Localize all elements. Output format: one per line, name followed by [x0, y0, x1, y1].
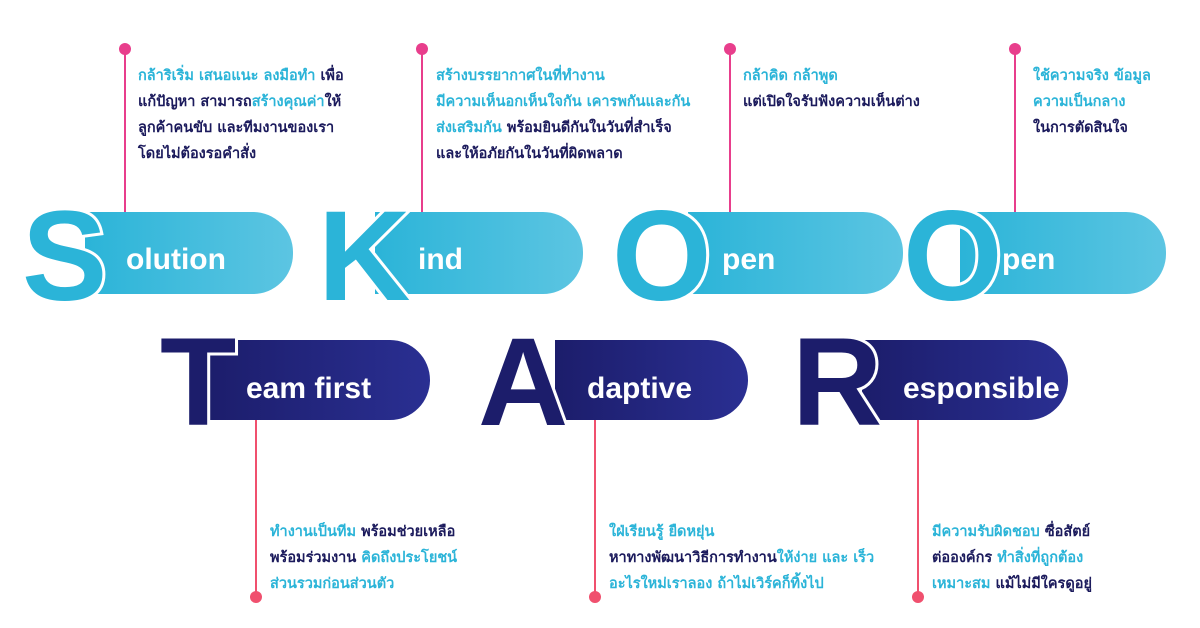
body-text: ลูกค้าคนขับ และทีมงานของเรา — [138, 120, 335, 136]
description-line: ใฝ่เรียนรู้ ยืดหยุ่น — [609, 519, 874, 545]
description-line: พร้อมร่วมงาน คิดถึงประโยชน์ — [270, 545, 457, 571]
connector-dot-solution — [119, 43, 131, 55]
big-letter-a: A — [475, 313, 571, 452]
connector-dot-team-first — [250, 591, 262, 603]
highlight-text: ทำสิ่งที่ถูกต้อง — [997, 550, 1084, 566]
connector-line-open — [1014, 48, 1016, 260]
word-rest-kind: ind — [418, 243, 463, 276]
description-line: ความเป็นกลาง — [1033, 89, 1151, 115]
highlight-text: อะไรใหม่เราลอง ถ้าไม่เวิร์คก็ทิ้งไป — [609, 576, 824, 592]
connector-dot-adaptive — [589, 591, 601, 603]
highlight-text: สร้างบรรยากาศในที่ทำงาน — [436, 68, 605, 84]
big-letter-k: K — [315, 185, 413, 328]
big-letter-s: S — [19, 185, 110, 328]
connector-line-open — [729, 48, 731, 260]
description-line: กล้าริเริ่ม เสนอแนะ ลงมือทำ เพื่อ — [138, 63, 344, 89]
description-open: กล้าคิด กล้าพูดแต่เปิดใจรับฟังความเห็นต่… — [743, 63, 920, 115]
description-line: มีความรับผิดชอบ ซื่อสัตย์ — [932, 519, 1092, 545]
connector-line-solution — [124, 48, 126, 260]
connector-dot-open — [724, 43, 736, 55]
body-text: และให้อภัยกันในวันที่ผิดพลาด — [436, 146, 623, 162]
highlight-text: เหมาะสม — [932, 576, 991, 592]
highlight-text: ใฝ่เรียนรู้ ยืดหยุ่น — [609, 524, 715, 540]
body-text: ในการตัดสินใจ — [1033, 120, 1128, 136]
body-text: ให้ — [324, 94, 342, 110]
pill-open — [960, 212, 1166, 294]
description-responsible: มีความรับผิดชอบ ซื่อสัตย์ต่อองค์กร ทำสิ่… — [932, 519, 1092, 597]
body-text: แก้ปัญหา สามารถ — [138, 94, 252, 110]
description-adaptive: ใฝ่เรียนรู้ ยืดหยุ่นหาทางพัฒนาวิธีการทำง… — [609, 519, 874, 597]
word-rest-open: pen — [1002, 243, 1056, 276]
description-line: มีความเห็นอกเห็นใจกัน เคารพกันและกัน — [436, 89, 690, 115]
pill-responsible — [862, 340, 1068, 420]
description-line: ลูกค้าคนขับ และทีมงานของเรา — [138, 115, 344, 141]
pill-solution — [85, 212, 293, 294]
description-kind: สร้างบรรยากาศในที่ทำงานมีความเห็นอกเห็นใ… — [436, 63, 690, 167]
connector-dot-kind — [416, 43, 428, 55]
big-letter-o: O — [609, 185, 715, 328]
highlight-text: ทำงานเป็นทีม — [270, 524, 357, 540]
body-text: ต่อองค์กร — [932, 550, 998, 566]
body-text: แต่เปิดใจรับฟังความเห็นต่าง — [743, 94, 920, 110]
body-text: พร้อมร่วมงาน — [270, 550, 362, 566]
description-team-first: ทำงานเป็นทีม พร้อมช่วยเหลือพร้อมร่วมงาน … — [270, 519, 457, 597]
description-line: เหมาะสม แม้ไม่มีใครดูอยู่ — [932, 571, 1092, 597]
pill-team-first — [205, 340, 430, 420]
description-line: ส่งเสริมกัน พร้อมยินดีกันในวันที่สำเร็จ — [436, 115, 690, 141]
pill-kind — [375, 212, 583, 294]
highlight-text: ความเป็นกลาง — [1033, 94, 1126, 110]
description-line: กล้าคิด กล้าพูด — [743, 63, 920, 89]
description-line: แก้ปัญหา สามารถสร้างคุณค่าให้ — [138, 89, 344, 115]
highlight-text: ใช้ความจริง ข้อมูล — [1033, 68, 1151, 84]
big-letter-o: O — [900, 185, 1006, 328]
body-text: หาทางพัฒนาวิธีการทำงาน — [609, 550, 777, 566]
description-line: โดยไม่ต้องรอคำสั่ง — [138, 141, 344, 167]
description-open: ใช้ความจริง ข้อมูลความเป็นกลางในการตัดสิ… — [1033, 63, 1151, 141]
body-text: พร้อมยินดีกันในวันที่สำเร็จ — [501, 120, 672, 136]
connector-line-kind — [421, 48, 423, 260]
highlight-text: กล้าริเริ่ม เสนอแนะ ลงมือทำ — [138, 68, 316, 84]
connector-dot-open — [1009, 43, 1021, 55]
highlight-text: สร้างคุณค่า — [251, 94, 325, 110]
body-text: เพื่อ — [315, 68, 344, 84]
body-text: พร้อมช่วยเหลือ — [356, 524, 456, 540]
description-solution: กล้าริเริ่ม เสนอแนะ ลงมือทำ เพื่อแก้ปัญห… — [138, 63, 344, 167]
word-rest-open: pen — [722, 243, 776, 276]
body-text: ซื่อสัตย์ — [1039, 524, 1091, 540]
description-line: สร้างบรรยากาศในที่ทำงาน — [436, 63, 690, 89]
connector-line-responsible — [917, 420, 919, 598]
word-rest-team-first: eam first — [246, 372, 372, 405]
description-line: ส่วนรวมก่อนส่วนตัว — [270, 571, 457, 597]
word-rest-solution: olution — [126, 243, 226, 276]
body-text: โดยไม่ต้องรอคำสั่ง — [138, 146, 257, 162]
highlight-text: ส่วนรวมก่อนส่วนตัว — [270, 576, 395, 592]
connector-dot-responsible — [912, 591, 924, 603]
highlight-text: มีความเห็นอกเห็นใจกัน เคารพกันและกัน — [436, 94, 691, 110]
highlight-text: มีความรับผิดชอบ — [932, 524, 1040, 540]
connector-line-adaptive — [594, 420, 596, 598]
pill-open — [688, 212, 903, 294]
description-line: ใช้ความจริง ข้อมูล — [1033, 63, 1151, 89]
connector-line-team-first — [255, 420, 257, 598]
highlight-text: กล้าคิด กล้าพูด — [743, 68, 838, 84]
description-line: ต่อองค์กร ทำสิ่งที่ถูกต้อง — [932, 545, 1092, 571]
description-line: และให้อภัยกันในวันที่ผิดพลาด — [436, 141, 690, 167]
description-line: ทำงานเป็นทีม พร้อมช่วยเหลือ — [270, 519, 457, 545]
description-line: อะไรใหม่เราลอง ถ้าไม่เวิร์คก็ทิ้งไป — [609, 571, 874, 597]
word-rest-responsible: esponsible — [903, 372, 1060, 405]
description-line: ในการตัดสินใจ — [1033, 115, 1151, 141]
pill-adaptive — [555, 340, 748, 420]
description-line: แต่เปิดใจรับฟังความเห็นต่าง — [743, 89, 920, 115]
description-line: หาทางพัฒนาวิธีการทำงานให้ง่าย และ เร็ว — [609, 545, 874, 571]
highlight-text: ส่งเสริมกัน — [436, 120, 502, 136]
highlight-text: คิดถึงประโยชน์ — [361, 550, 458, 566]
big-letter-t: T — [157, 313, 239, 452]
highlight-text: ให้ง่าย และ เร็ว — [776, 550, 875, 566]
big-letter-r: R — [789, 313, 885, 452]
body-text: แม้ไม่มีใครดูอยู่ — [990, 576, 1092, 592]
word-rest-adaptive: daptive — [587, 372, 693, 405]
